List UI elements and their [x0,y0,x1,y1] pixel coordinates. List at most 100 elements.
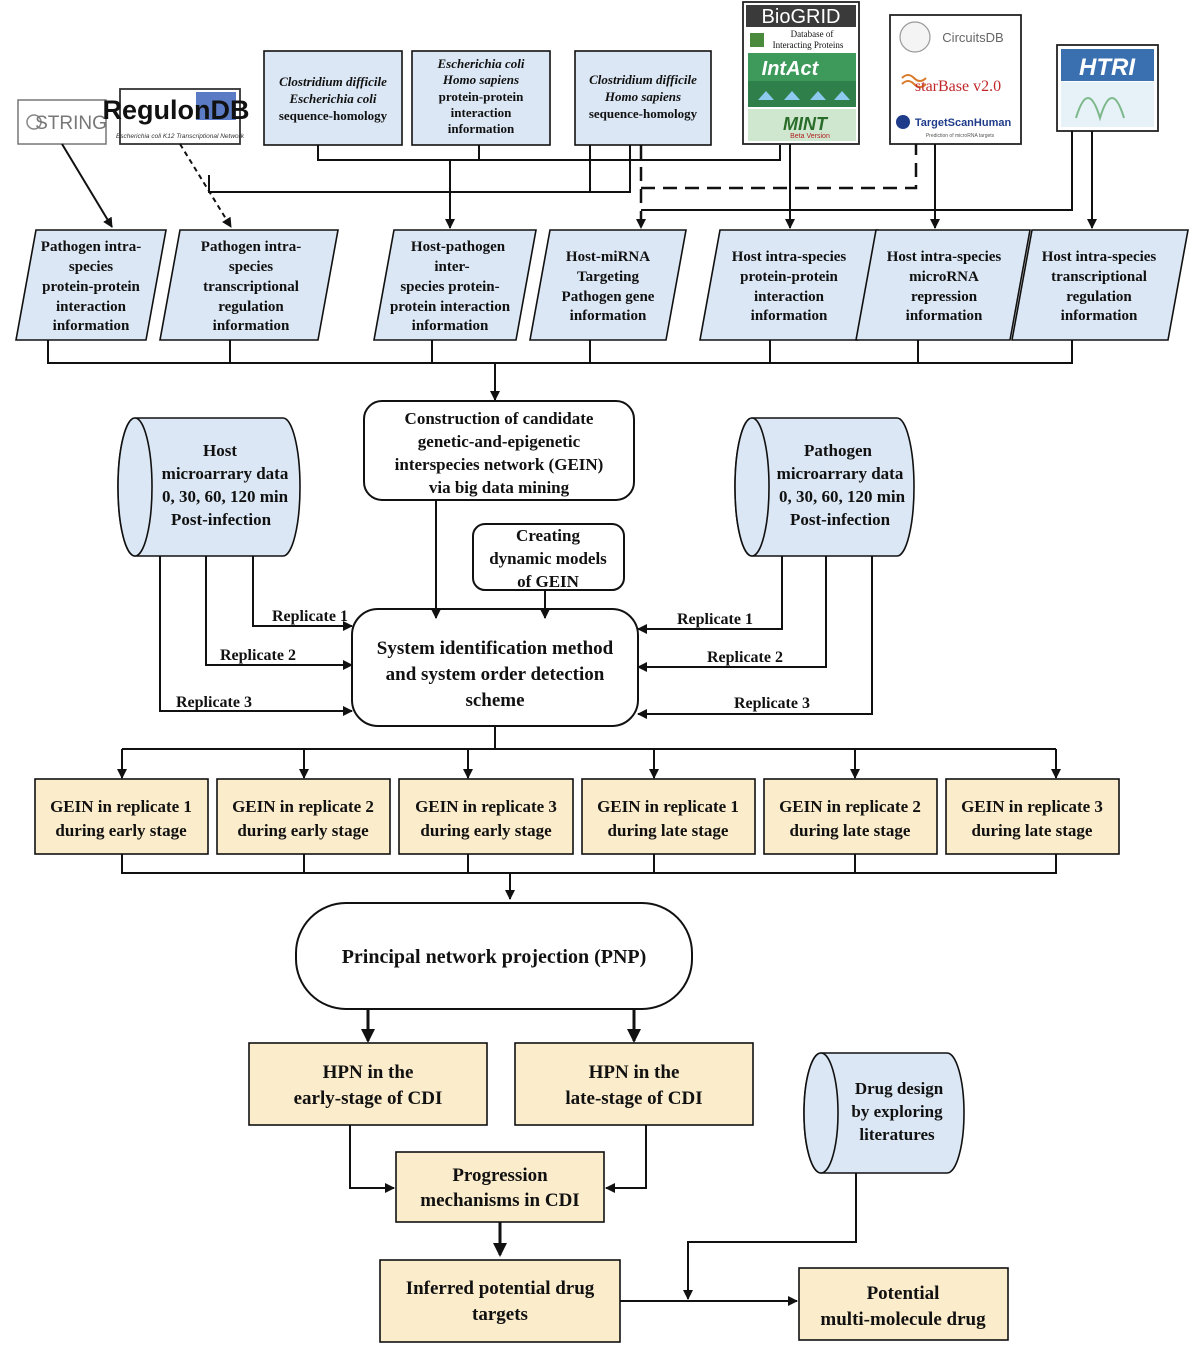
diagram-label: Construction of candidate [405,409,594,428]
diagram-label: during early stage [55,821,187,840]
diagram-label: Post-infection [790,510,891,529]
diagram-label: dynamic models [489,549,607,568]
htri-logo: HTRI [1056,44,1159,132]
mint-logo-text: MINT [783,114,829,134]
diagram-label: microarrary data [162,464,289,483]
diagram-label: protein-protein [439,89,525,104]
diagram-label: Escherichia coli [436,56,524,71]
gein-collector-bus [121,854,1057,900]
diagram-label: sequence-homology [589,106,698,121]
diagram-label: during late stage [608,821,729,840]
regulondb-logo-text: RegulonDB [103,95,250,125]
biogrid-intact-mint-logos: BioGRID Database of Interacting Proteins… [742,1,860,145]
info-box-host-mirna-repression: Host intra-species microRNA repression i… [855,229,1031,341]
diagram-label: microarrary data [777,464,904,483]
diagram-label: during late stage [790,821,911,840]
diagram-label: Host intra-species [1042,249,1157,265]
diagram-label: late-stage of CDI [565,1088,702,1109]
diagram-label: Principal network projection (PNP) [342,946,647,968]
diagram-label: HPN in the [323,1062,414,1083]
gein-box-rep2-late: GEIN in replicate 2 during late stage [763,778,938,855]
diagram-label: literatures [859,1125,935,1144]
gein-box-rep3-early: GEIN in replicate 3 during early stage [398,778,574,855]
diagram-label: information [53,318,130,334]
diagram-label: species [69,259,113,275]
diagram-label: information [906,308,983,324]
drug-targets-box: Inferred potential drug targets [379,1259,621,1343]
diagram-label: Targeting [577,269,639,285]
diagram-label: Homo sapiens [604,89,681,104]
pathogen-replicate-2-label: Replicate 2 [707,649,783,666]
diagram-label: protein-protein [740,269,838,285]
gein-box-rep3-late: GEIN in replicate 3 during late stage [945,778,1120,855]
info-box-pathogen-ppi: Pathogen intra- species protein-protein … [15,229,167,341]
diagram-label: inter- [434,259,469,275]
diagram-label: Progression [452,1165,548,1186]
diagram-label: Pathogen gene [562,289,655,305]
htri-logo-text: HTRI [1079,54,1136,81]
diagram-label: during late stage [972,821,1093,840]
diagram-label: multi-molecule drug [820,1309,986,1330]
info-box-host-pathogen-ppi: Host-pathogen inter- species protein- pr… [373,229,537,341]
diagram-label: GEIN in replicate 1 [597,797,739,816]
diagram-label: sequence-homology [279,108,388,123]
diagram-label: Clostridium difficile [589,72,697,87]
biogrid-logo-text: BioGRID [762,6,841,28]
diagram-label: during early stage [237,821,369,840]
string-logo: STRING [17,99,107,145]
regulondb-subtitle: Escherichia coli K12 Transcriptional Net… [116,133,245,140]
diagram-label: during early stage [420,821,552,840]
circuitsdb-seal-icon [899,21,931,53]
diagram-label: protein-protein [42,279,140,295]
hpn-late-box: HPN in the late-stage of CDI [514,1042,754,1126]
homology-cd-hs-box: Clostridium difficile Homo sapiens seque… [574,50,712,146]
info-box-pathogen-transcriptional: Pathogen intra- species transcriptional … [159,229,339,341]
diagram-label: Pathogen intra- [201,239,301,255]
diagram-label: Escherichia coli [288,91,376,106]
diagram-label: information [570,308,647,324]
diagram-label: Interacting Proteins [773,40,844,50]
diagram-label: GEIN in replicate 2 [232,797,374,816]
diagram-label: Database of [791,29,834,39]
string-network-icon [26,114,42,130]
diagram-label: regulation [218,299,284,315]
hpn-to-progression-arrows [349,1125,647,1193]
diagram-label: Post-infection [171,510,272,529]
diagram-label: species [229,259,273,275]
diagram-label: Host-miRNA [566,249,650,265]
hpn-early-box: HPN in the early-stage of CDI [248,1042,488,1126]
ec-hs-ppi-box: Escherichia coli Homo sapiens protein-pr… [411,50,551,146]
drug-design-cylinder: Drug design by exploring literatures [803,1052,965,1174]
diagram-label: information [1061,308,1138,324]
diagram-label: of GEIN [517,572,580,591]
diagram-label: and system order detection [386,664,605,685]
diagram-label: information [751,308,828,324]
diagram-label: targets [472,1304,528,1325]
pathogen-replicate-1-label: Replicate 1 [677,611,753,628]
info-box-host-ppi: Host intra-species protein-protein inter… [699,229,879,341]
replicate-connectors: Replicate 1 Replicate 2 Replicate 3 Repl… [159,500,873,719]
diagram-label: Clostridium difficile [279,74,387,89]
diagram-label: 0, 30, 60, 120 min [779,487,906,506]
diagram-label: System identification method [377,638,614,659]
diagram-label: Potential [867,1283,940,1304]
diagram-label: interaction [754,289,825,305]
info-box-host-mirna: Host-miRNA Targeting Pathogen gene infor… [529,229,687,341]
diagram-label: species protein- [400,279,499,295]
homology-cd-ec-box: Clostridium difficile Escherichia coli s… [263,50,403,146]
host-replicate-3-label: Replicate 3 [176,694,252,711]
diagram-label: interspecies network (GEIN) [395,455,604,474]
diagram-label: Beta Version [790,133,830,140]
diagram-label: information [412,318,489,334]
diagram-label: Host intra-species [887,249,1002,265]
diagram-label: Pathogen intra- [41,239,141,255]
diagram-label: genetic-and-epigenetic [418,432,581,451]
intact-logo-text: IntAct [762,58,820,80]
diagram-label: via big data mining [429,478,570,497]
diagram-label: protein interaction [390,299,511,315]
diagram-label: Homo sapiens [442,72,519,87]
circuitsdb-logo-text: CircuitsDB [942,30,1003,45]
regulondb-logo: RegulonDB Escherichia coli K12 Transcrip… [103,88,250,145]
